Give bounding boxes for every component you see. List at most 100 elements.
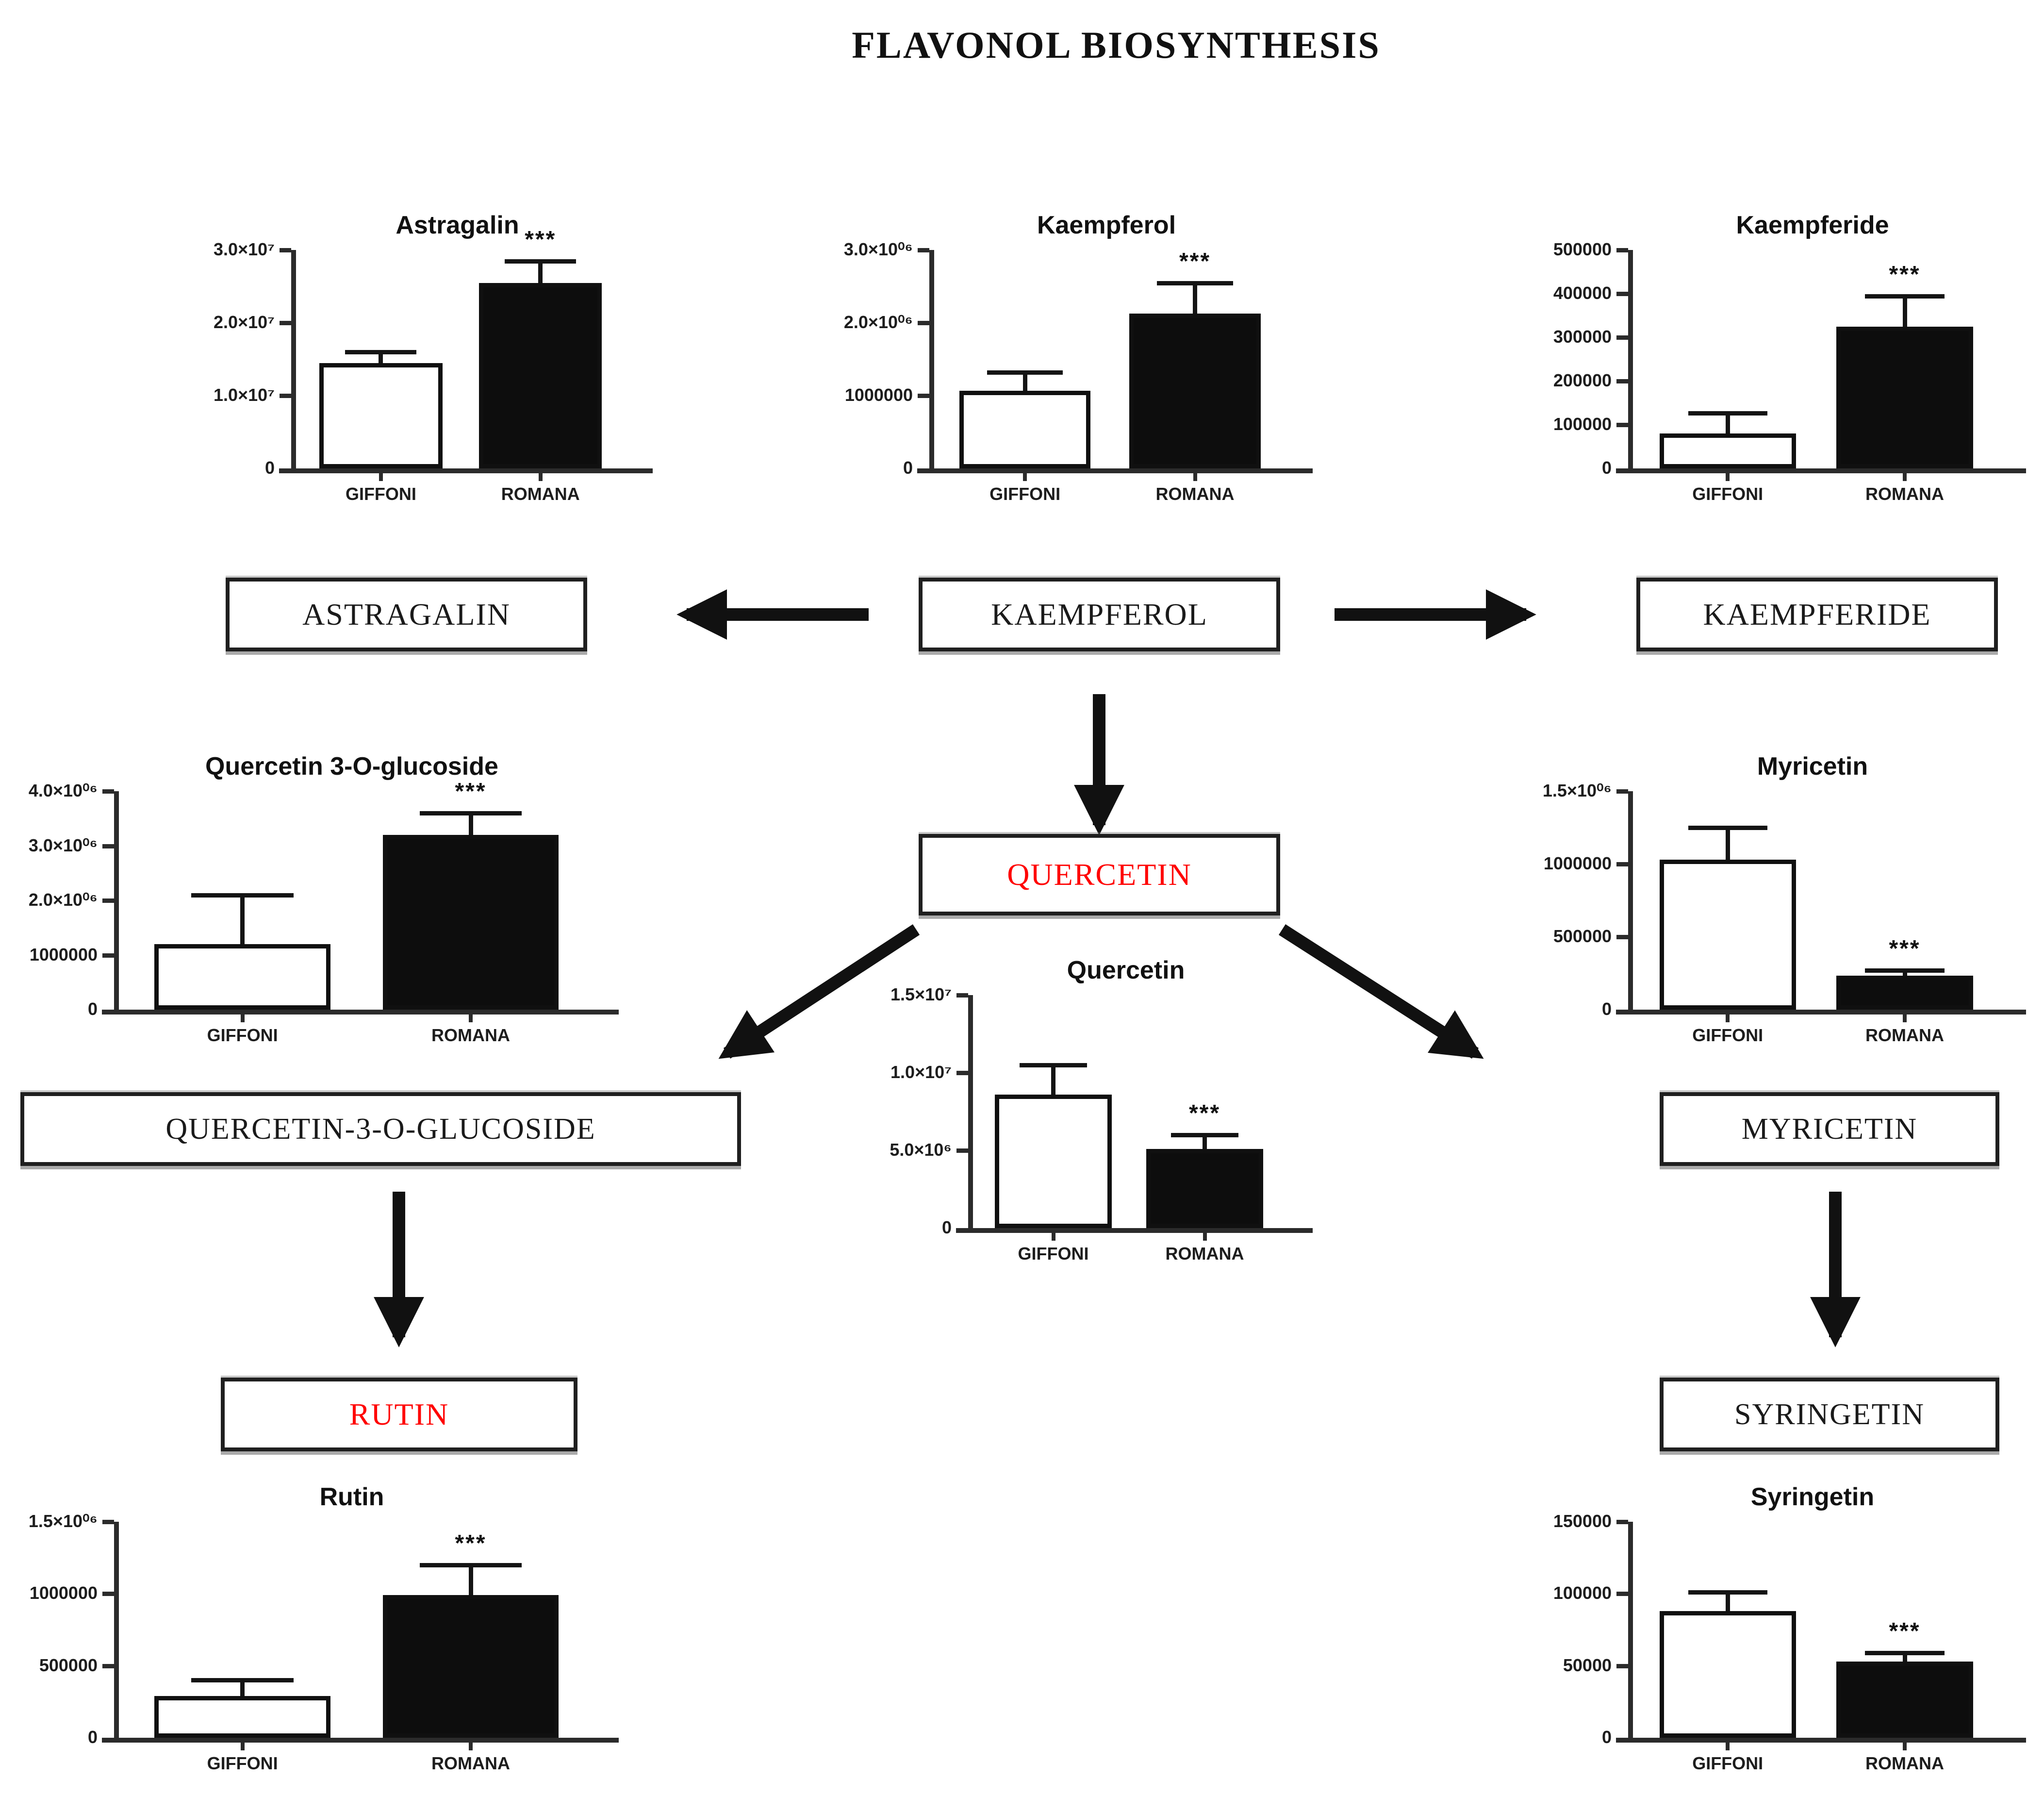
x-tick xyxy=(1193,473,1197,481)
chart-title-quercetin: Quercetin xyxy=(1067,956,1185,984)
x-axis xyxy=(956,1228,1313,1233)
y-tick xyxy=(1616,862,1628,866)
category-label-giffoni: GIFFONI xyxy=(989,484,1061,504)
x-axis xyxy=(279,468,653,473)
y-tick-label: 0 xyxy=(264,458,275,478)
category-label-romana: ROMANA xyxy=(431,1025,510,1045)
chart-title-kaempferide: Kaempferide xyxy=(1736,211,1889,239)
error-bar-cap xyxy=(1157,281,1233,285)
y-tick-label: 1.5×10⁰⁶ xyxy=(28,1511,98,1531)
bar-giffoni xyxy=(154,1696,330,1738)
pathway-box-q3g: QUERCETIN-3-O-GLUCOSIDE xyxy=(20,1092,741,1166)
y-tick xyxy=(102,1592,114,1596)
error-bar-stem xyxy=(1022,372,1027,391)
bar-romana xyxy=(1146,1148,1263,1228)
x-axis xyxy=(102,1010,619,1014)
significance-stars: *** xyxy=(1889,261,1921,287)
y-tick xyxy=(102,1520,114,1524)
error-bar-stem xyxy=(468,813,473,835)
significance-stars: *** xyxy=(1889,936,1921,962)
bar-romana xyxy=(382,835,559,1010)
significance-stars: *** xyxy=(1179,248,1211,274)
category-label-romana: ROMANA xyxy=(1865,1025,1944,1045)
x-axis xyxy=(917,468,1313,473)
y-tick-label: 100000 xyxy=(1553,1583,1612,1603)
y-tick-label: 4.0×10⁰⁶ xyxy=(28,781,98,800)
chart-title-rutin: Rutin xyxy=(319,1483,384,1511)
error-bar-cap xyxy=(1688,411,1767,416)
pathway-box-quercetin: QUERCETIN xyxy=(919,834,1280,915)
x-tick xyxy=(379,473,383,481)
x-tick xyxy=(1903,1014,1907,1022)
y-tick xyxy=(1616,423,1628,427)
y-tick xyxy=(918,394,929,398)
error-bar-cap xyxy=(1688,826,1767,830)
y-tick-label: 5.0×10⁶ xyxy=(890,1140,952,1160)
error-bar-cap xyxy=(1865,1650,1945,1655)
error-bar-stem xyxy=(240,895,245,944)
x-tick xyxy=(1903,473,1907,481)
pathway-box-kaempferol: KAEMPFEROL xyxy=(919,578,1280,651)
y-tick xyxy=(1616,292,1628,296)
y-tick xyxy=(1616,1663,1628,1668)
y-axis xyxy=(1628,250,1633,473)
pathway-box-rutin: RUTIN xyxy=(221,1378,577,1451)
bar-giffoni xyxy=(319,363,443,468)
error-bar-cap xyxy=(345,350,417,354)
category-label-romana: ROMANA xyxy=(1165,1244,1244,1264)
bar-romana xyxy=(1836,1661,1973,1738)
y-tick-label: 400000 xyxy=(1553,283,1612,303)
y-tick-label: 3.0×10⁷ xyxy=(214,239,275,259)
y-tick-label: 0 xyxy=(941,1217,952,1237)
y-tick xyxy=(918,321,929,325)
error-bar-cap xyxy=(419,1563,522,1567)
error-bar-cap xyxy=(191,893,294,898)
bar-romana xyxy=(1836,975,1973,1010)
category-label-romana: ROMANA xyxy=(501,484,580,504)
category-label-giffoni: GIFFONI xyxy=(1018,1244,1089,1264)
y-tick-label: 3.0×10⁰⁶ xyxy=(843,239,913,259)
y-tick xyxy=(956,1148,968,1153)
y-tick xyxy=(956,1071,968,1075)
category-label-giffoni: GIFFONI xyxy=(345,484,416,504)
significance-stars: *** xyxy=(455,1530,487,1556)
error-bar-stem xyxy=(1902,296,1907,327)
error-bar-cap xyxy=(1170,1133,1239,1137)
y-axis xyxy=(291,250,296,473)
y-tick xyxy=(280,394,291,398)
y-axis xyxy=(114,791,119,1014)
error-bar-cap xyxy=(1688,1590,1767,1595)
x-tick xyxy=(469,1743,473,1750)
category-label-giffoni: GIFFONI xyxy=(1692,484,1764,504)
y-tick-label: 0 xyxy=(903,458,913,478)
significance-stars: *** xyxy=(455,779,487,804)
y-tick xyxy=(1616,248,1628,252)
significance-stars: *** xyxy=(525,226,557,252)
y-tick xyxy=(102,844,114,848)
category-label-romana: ROMANA xyxy=(1865,484,1944,504)
error-bar-cap xyxy=(191,1678,294,1683)
error-bar-stem xyxy=(1203,1135,1207,1149)
y-axis xyxy=(929,250,934,473)
error-bar-stem xyxy=(1902,970,1907,976)
figure-title: FLAVONOL BIOSYNTHESIS xyxy=(852,24,1381,66)
y-tick-label: 1.0×10⁷ xyxy=(890,1062,952,1082)
x-axis xyxy=(1616,468,2026,473)
category-label-giffoni: GIFFONI xyxy=(207,1753,278,1773)
error-bar-stem xyxy=(1725,1592,1730,1611)
y-tick xyxy=(1616,335,1628,340)
y-tick xyxy=(102,1663,114,1668)
y-tick xyxy=(1616,1592,1628,1596)
error-bar-cap xyxy=(1019,1063,1088,1067)
category-label-giffoni: GIFFONI xyxy=(207,1025,278,1045)
y-tick xyxy=(956,993,968,998)
y-axis xyxy=(968,995,973,1233)
y-tick-label: 300000 xyxy=(1553,327,1612,347)
y-tick-label: 1000000 xyxy=(29,1583,98,1603)
